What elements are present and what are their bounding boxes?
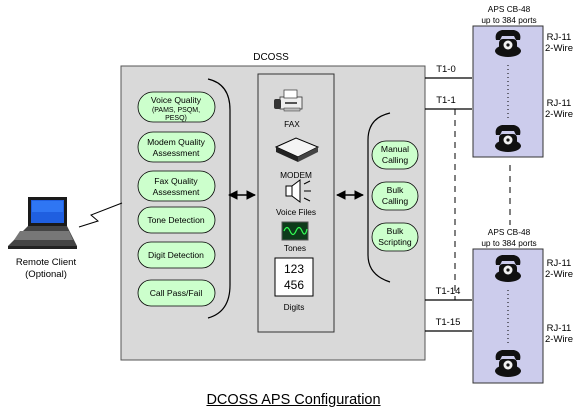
- laptop-icon: [8, 197, 77, 249]
- aps-bottom-subtitle: up to 384 ports: [481, 238, 536, 248]
- digits-box: [274, 257, 314, 297]
- voice-quality-sub2: PESQ): [165, 115, 187, 122]
- modem-label: MODEM: [280, 170, 312, 180]
- quality-test-list: Voice Quality (PAMS, PSQM, PESQ) Modem Q…: [137, 91, 216, 307]
- call-pass-fail-pill: Call Pass/Fail: [137, 279, 216, 307]
- remote-client-label: Remote Client: [16, 257, 77, 268]
- modem-icon: [274, 137, 320, 162]
- caption-text: DCOSS APS Configuration: [206, 392, 381, 408]
- trunk-label-t1-14: T1-14: [436, 286, 461, 297]
- modem-quality-pill: Modem Quality Assessment: [137, 131, 216, 163]
- voice-quality-sub1: (PAMS, PSQM,: [152, 107, 200, 114]
- fax-quality-label: Fax Quality: [154, 176, 198, 186]
- bulk-calling-sub: Calling: [382, 196, 408, 206]
- manual-calling-pill: Manual Calling: [371, 140, 419, 170]
- modem-quality-label: Modem Quality: [147, 137, 205, 147]
- voice-files-label: Voice Files: [276, 207, 316, 217]
- fax-quality-pill: Fax Quality Assessment: [137, 170, 216, 202]
- calling-modes-brace: [367, 112, 391, 283]
- aps-bottom-title: APS CB-48: [488, 227, 531, 237]
- digit-detection-pill: Digit Detection: [137, 241, 216, 269]
- waveform-icon: [281, 221, 309, 241]
- fax-label: FAX: [284, 119, 300, 129]
- trunk-label-t1-1: T1-1: [436, 95, 456, 106]
- tones-label: Tones: [284, 243, 306, 253]
- tone-detection-label: Tone Detection: [147, 215, 205, 225]
- port-label-1-sub: 2-Wire: [545, 43, 573, 54]
- bulk-scripting-pill: Bulk Scripting: [371, 222, 419, 252]
- fax-quality-sub: Assessment: [153, 187, 200, 197]
- digits-line1: 123: [284, 262, 304, 276]
- manual-calling-sub: Calling: [382, 155, 408, 165]
- tone-detection-pill: Tone Detection: [137, 206, 216, 234]
- remote-client-sub: (Optional): [25, 269, 67, 280]
- port-label-1: RJ-11: [547, 32, 572, 43]
- trunk-label-t1-0: T1-0: [436, 64, 456, 75]
- bulk-calling-pill: Bulk Calling: [371, 181, 419, 211]
- voice-quality-label: Voice Quality: [151, 95, 202, 105]
- port-label-2: RJ-11: [547, 98, 572, 109]
- bulk-scripting-sub: Scripting: [378, 237, 412, 247]
- dcoss-title: DCOSS: [253, 52, 289, 63]
- calling-mode-list: Manual Calling Bulk Calling Bulk Scripti…: [371, 140, 419, 252]
- port-label-3-sub: 2-Wire: [545, 269, 573, 280]
- remote-link: [78, 202, 123, 228]
- bulk-calling-label: Bulk: [387, 185, 404, 195]
- port-label-4-sub: 2-Wire: [545, 334, 573, 345]
- speaker-icon: [285, 179, 311, 203]
- port-label-4: RJ-11: [547, 323, 572, 334]
- port-label-2-sub: 2-Wire: [545, 109, 573, 120]
- manual-calling-label: Manual: [381, 144, 409, 154]
- modem-quality-sub: Assessment: [153, 148, 200, 158]
- port-label-3: RJ-11: [547, 258, 572, 269]
- digits-label: Digits: [284, 302, 305, 312]
- diagram-caption: DCOSS APS Configuration: [0, 392, 587, 408]
- trunk-label-t1-15: T1-15: [436, 317, 461, 328]
- digits-line2: 456: [284, 278, 304, 292]
- trunk-lines: [425, 77, 511, 332]
- fax-icon: [274, 89, 303, 112]
- aps-top-subtitle: up to 384 ports: [481, 15, 536, 25]
- bulk-scripting-label: Bulk: [387, 226, 404, 236]
- voice-quality-pill: Voice Quality (PAMS, PSQM, PESQ): [137, 91, 216, 123]
- call-pass-fail-label: Call Pass/Fail: [150, 288, 203, 298]
- aps-top-title: APS CB-48: [488, 4, 531, 14]
- digit-detection-label: Digit Detection: [148, 250, 204, 260]
